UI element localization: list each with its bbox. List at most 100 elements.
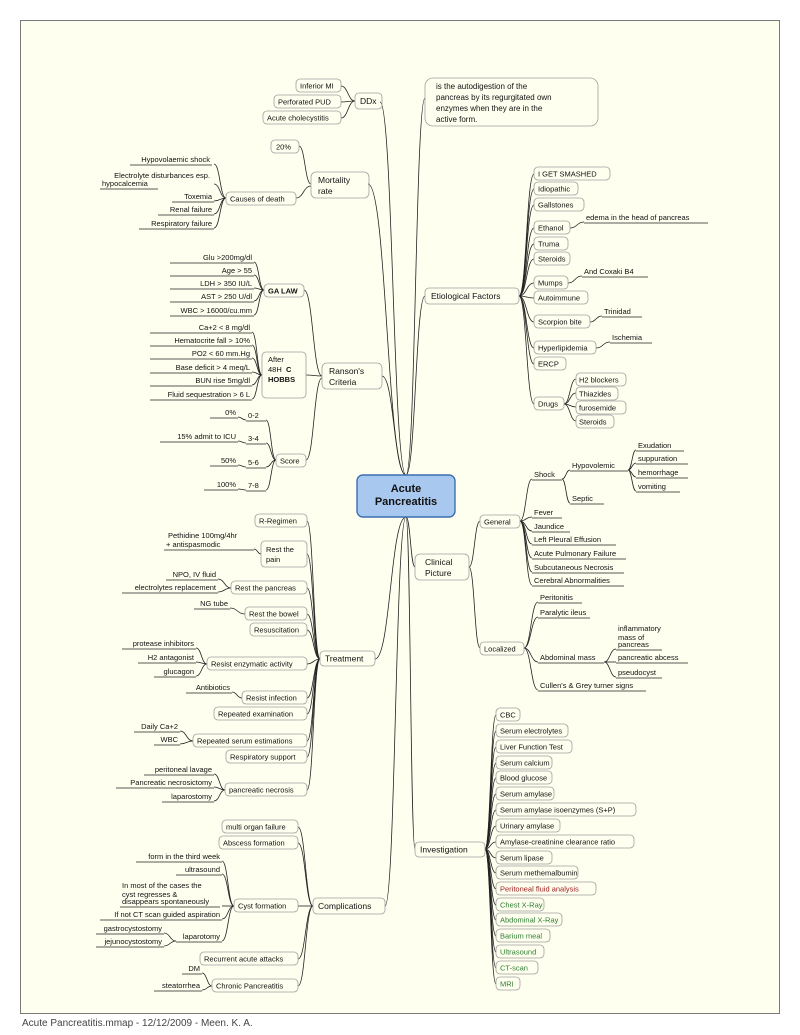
score-node: Score bbox=[280, 457, 300, 466]
after-criterion-2: Hematocrite fall > 10% bbox=[174, 336, 250, 345]
investigation-liver-function-test: Liver Function Test bbox=[500, 743, 564, 752]
mortality-node-box bbox=[310, 171, 370, 199]
r-regimen-node-box bbox=[254, 513, 308, 528]
mortality-rate-value: 20% bbox=[276, 143, 291, 152]
etiology-link bbox=[518, 295, 535, 365]
mortality-rate-value-box bbox=[270, 139, 300, 154]
glucagon: glucagon bbox=[164, 667, 194, 676]
investigation-mri: MRI bbox=[500, 980, 514, 989]
investigation-link bbox=[484, 825, 497, 850]
investigation-urinary-amylase-box bbox=[495, 818, 561, 833]
treatment-sub-link bbox=[179, 730, 194, 742]
after-label-3: C bbox=[286, 365, 292, 374]
footer-caption: Acute Pancreatitis.mmap - 12/12/2009 - M… bbox=[22, 1018, 253, 1029]
laparotomy-node: laparotomy bbox=[183, 932, 220, 941]
after-criterion-6: Fluid sequestration > 6 L bbox=[168, 390, 250, 399]
investigation-link bbox=[484, 848, 497, 985]
rest-the-bowel-node: Rest the bowel bbox=[249, 610, 299, 619]
repeated-examination-node-box bbox=[213, 706, 308, 721]
cause-hypovolaemic-shock: Hypovolaemic shock bbox=[141, 155, 210, 164]
score-value-4: 100% bbox=[217, 480, 237, 489]
complications-node: Complications bbox=[318, 901, 371, 911]
branch-treatment bbox=[374, 516, 407, 660]
subcutaneous-necrosis: Subcutaneous Necrosis bbox=[534, 563, 613, 572]
investigation-peritoneal-fluid-analysis-box bbox=[495, 881, 597, 896]
cyst-formation-node-box bbox=[233, 898, 299, 913]
treatment-sub-link bbox=[217, 587, 232, 593]
laparotomy-link bbox=[163, 932, 177, 942]
treatment-link bbox=[306, 587, 321, 660]
branch-definition bbox=[405, 97, 426, 476]
hyperlipidemia-node-box bbox=[533, 340, 597, 355]
rest-the-pain-line-1: Rest the bbox=[266, 545, 294, 554]
mumps-node-box bbox=[533, 275, 569, 290]
i-get-smashed-node: I GET SMASHED bbox=[538, 170, 597, 179]
investigation-cbc: CBC bbox=[500, 711, 516, 720]
cyst-link bbox=[221, 873, 235, 907]
ct-guided-aspiration: If not CT scan guided aspiration bbox=[114, 910, 220, 919]
investigation-link bbox=[484, 746, 497, 850]
inflammatory-mass-line-1: inflammatory bbox=[618, 624, 661, 633]
after-link bbox=[251, 374, 263, 400]
resuscitation-node-box bbox=[249, 622, 308, 637]
ga-law-criterion-4: AST > 250 U/dl bbox=[201, 292, 252, 301]
suppuration: suppuration bbox=[638, 454, 677, 463]
ddx-item-perforated-pud-box bbox=[273, 94, 342, 109]
hyperlipidemia-node: Hyperlipidemia bbox=[538, 344, 588, 353]
branch-complications bbox=[384, 516, 407, 907]
investigation-peritoneal-fluid-analysis: Peritoneal fluid analysis bbox=[500, 885, 579, 894]
score-range-4: 7-8 bbox=[248, 481, 259, 490]
treatment-sub-link bbox=[179, 740, 194, 745]
cyst-ultrasound: ultrasound bbox=[185, 865, 220, 874]
after-criterion-1: Ca+2 < 8 mg/dl bbox=[199, 323, 251, 332]
treatment-sub-link bbox=[213, 789, 226, 802]
repeated-serum-estimations-node: Repeated serum estimations bbox=[197, 737, 293, 746]
investigation-urinary-amylase: Urinary amylase bbox=[500, 822, 554, 831]
treatment-sub-link bbox=[229, 607, 246, 615]
complications-link bbox=[297, 905, 314, 960]
ng-tube: NG tube bbox=[200, 599, 228, 608]
after-label-1: After bbox=[268, 355, 284, 364]
electrolytes-replacement: electrolytes replacement bbox=[135, 583, 217, 592]
respiratory-support-node: Respiratory support bbox=[230, 753, 296, 762]
investigation-chest-x-ray-box bbox=[495, 897, 545, 912]
etiology-sub-link bbox=[569, 221, 585, 229]
resuscitation-node: Resuscitation bbox=[254, 626, 299, 635]
cause-renal-failure: Renal failure bbox=[170, 205, 212, 214]
ga-law-link bbox=[253, 289, 265, 316]
general-node: General bbox=[484, 518, 511, 527]
branch-investigation bbox=[405, 516, 416, 850]
after-link bbox=[251, 357, 263, 376]
cyst-regress-line-1: In most of the cases the bbox=[122, 881, 202, 890]
drug-thiazides: Thiazides bbox=[579, 390, 611, 399]
causes-link bbox=[213, 163, 227, 199]
ga-law-criterion-2: Age > 55 bbox=[222, 266, 252, 275]
treatment-link bbox=[306, 658, 321, 758]
investigation-liver-function-test-box bbox=[495, 739, 573, 754]
investigation-serum-amylase-isoenzymes-s-p: Serum amylase isoenzymes (S+P) bbox=[500, 806, 616, 815]
general-link bbox=[561, 469, 571, 480]
left-pleural-effusion: Left Pleural Effusion bbox=[534, 535, 601, 544]
scorpion-bite-node: Scorpion bite bbox=[538, 318, 582, 327]
investigation-abdominal-x-ray: Abdominal X-Ray bbox=[500, 916, 559, 925]
chronic-link bbox=[201, 985, 213, 991]
exudation: Exudation bbox=[638, 441, 671, 450]
fever: Fever bbox=[534, 508, 554, 517]
jejunocystostomy: jejunocystostomy bbox=[103, 937, 162, 946]
shock: Shock bbox=[534, 470, 555, 479]
ga-law-node-box bbox=[263, 283, 305, 298]
score-link bbox=[237, 416, 247, 421]
complications-link bbox=[297, 842, 314, 907]
gallstones-node-box bbox=[533, 197, 585, 212]
treatment-sub-link bbox=[213, 773, 226, 791]
pancreatic-necrosictomy: Pancreatic necrosictomy bbox=[130, 778, 212, 787]
investigation-ultrasound: Ultrasound bbox=[500, 948, 536, 957]
drug-furosemide: furosemide bbox=[579, 404, 616, 413]
etiology-sub-link bbox=[567, 275, 583, 284]
branch-mortality bbox=[367, 183, 407, 476]
mortality-label-1: Mortality bbox=[318, 175, 351, 185]
investigation-chest-x-ray: Chest X-Ray bbox=[500, 901, 543, 910]
after-48h-node-box bbox=[261, 351, 307, 399]
ethanol-node: Ethanol bbox=[538, 224, 564, 233]
treatment-sub-link bbox=[217, 578, 232, 589]
